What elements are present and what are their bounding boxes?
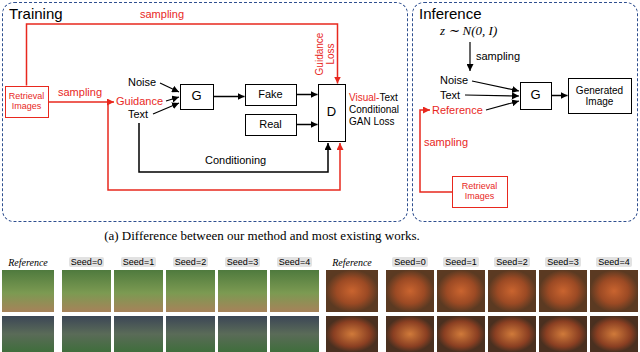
box-label: Generated Image	[570, 85, 630, 107]
text-label: Text	[440, 89, 460, 102]
text-label: Reference	[332, 257, 372, 269]
process-box: Fake	[245, 84, 297, 106]
seed-label: Seed=1	[121, 257, 156, 267]
text-label: Reference	[432, 104, 483, 117]
text-label: Noise	[440, 74, 468, 87]
photo	[218, 316, 267, 352]
input-arrow	[160, 83, 179, 92]
photo	[166, 270, 215, 312]
photo	[270, 316, 319, 352]
seed-label: Seed=4	[596, 257, 631, 267]
box-label: D	[327, 105, 336, 119]
discriminator-box: D	[318, 84, 346, 142]
photo	[166, 316, 215, 352]
guidance-wire	[108, 102, 340, 190]
photo	[437, 316, 485, 352]
seed-label: Seed=2	[494, 257, 529, 267]
generator-box: G	[520, 82, 552, 110]
photo	[590, 316, 638, 352]
box-label: Retrieval Images	[454, 182, 506, 202]
seed-label: Seed=3	[545, 257, 580, 267]
photo-grid	[2, 270, 638, 352]
edge-label: Guidance Loss	[314, 29, 336, 79]
process-box: Real	[245, 114, 297, 136]
input-arrow	[486, 101, 519, 110]
output-box: Generated Image	[568, 78, 632, 114]
box-label: G	[191, 89, 201, 103]
figure-caption: (a) Difference between our method and mo…	[0, 228, 524, 244]
text-label: sampling	[424, 136, 468, 149]
connector	[297, 124, 318, 126]
input-arrow	[472, 81, 519, 91]
text-label: Reference	[8, 257, 48, 269]
photo	[2, 316, 54, 352]
photo	[488, 316, 536, 352]
region-title: Training	[9, 6, 63, 23]
photo	[488, 270, 536, 312]
seed-label: Seed=1	[443, 257, 478, 267]
text-label: z ∼ N(0, I)	[440, 24, 497, 39]
retrieval-box: Retrieval Images	[452, 176, 508, 208]
text-label: sampling	[58, 86, 102, 99]
photo	[539, 316, 587, 352]
conditioning-wire	[139, 123, 328, 172]
photo	[386, 316, 434, 352]
photo	[114, 316, 163, 352]
seed-label: Seed=0	[392, 257, 427, 267]
input-arrow	[465, 95, 519, 96]
photo	[62, 316, 111, 352]
generator-box: G	[180, 84, 214, 110]
connector	[214, 96, 245, 98]
photo	[270, 270, 319, 312]
seed-label: Seed=4	[277, 257, 312, 267]
photo	[2, 270, 54, 312]
seed-label: Seed=0	[69, 257, 104, 267]
photo	[326, 270, 378, 312]
connector	[552, 95, 568, 97]
photo	[437, 270, 485, 312]
box-label: G	[530, 88, 540, 102]
sampling-arrow	[49, 101, 114, 103]
text-label: sampling	[140, 8, 184, 21]
retrieval-box: Retrieval Images	[5, 86, 49, 118]
photo	[62, 270, 111, 312]
region-title: Inference	[419, 6, 482, 23]
box-label: Real	[259, 118, 282, 130]
seed-label: Seed=3	[225, 257, 260, 267]
input-arrow	[166, 97, 179, 101]
dashed-region: TrainingRetrieval Images G FakeReal D	[2, 2, 408, 222]
sampling-arrow	[469, 42, 470, 71]
photo	[218, 270, 267, 312]
photo	[539, 270, 587, 312]
connector	[27, 24, 338, 86]
loss-label: Visual-Text Conditional GAN Loss	[349, 92, 406, 128]
loss-text: Visual-	[349, 92, 379, 103]
text-label: Conditioning	[205, 154, 266, 167]
photo	[590, 270, 638, 312]
text-label: sampling	[476, 50, 520, 63]
seed-label: Seed=2	[173, 257, 208, 267]
box-label: Fake	[258, 88, 282, 100]
photo	[114, 270, 163, 312]
connector	[297, 94, 318, 96]
photo	[386, 270, 434, 312]
text-label: Guidance	[116, 95, 163, 108]
box-label: Retrieval Images	[7, 92, 47, 112]
text-label: Text	[128, 108, 148, 121]
text-label: Noise	[128, 76, 156, 89]
sampling-wire	[420, 110, 452, 192]
photo	[326, 316, 378, 352]
